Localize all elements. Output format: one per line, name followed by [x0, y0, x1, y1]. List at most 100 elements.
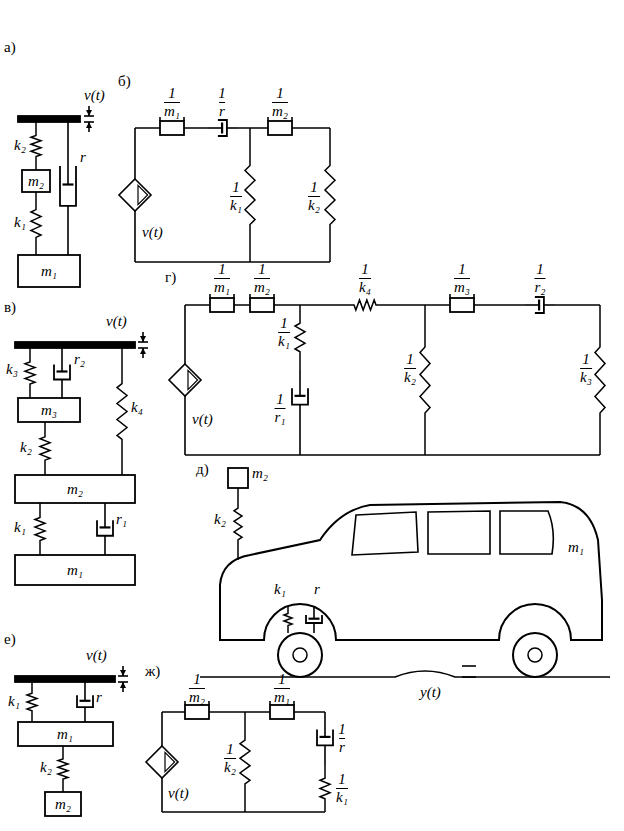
symbol-label: 1 [582, 352, 590, 367]
symbol-label: m₂ [254, 278, 270, 295]
symbol-label: 1 [280, 316, 288, 331]
mass-block [15, 555, 135, 585]
wire [291, 117, 293, 121]
spring-symbol [234, 488, 242, 560]
symbol-label: r [219, 102, 225, 119]
symbol-label: m₂ [252, 466, 268, 481]
spring-symbol [245, 128, 255, 262]
symbol-label: 1 [168, 86, 176, 101]
symbol-label: y(t) [420, 685, 441, 700]
wire [208, 127, 222, 129]
damper-piston [309, 618, 320, 620]
symbol-label: k₂ [20, 440, 32, 455]
symbol-label: 1 [458, 262, 466, 277]
mass-symbol [250, 298, 274, 312]
damper-symbol [54, 365, 70, 380]
spring-symbol [595, 305, 605, 455]
wire [184, 305, 186, 364]
spring-symbol [25, 348, 35, 398]
car-body [220, 502, 602, 640]
spring-symbol [58, 746, 68, 792]
symbol-label: r [314, 582, 320, 597]
wire [184, 701, 186, 705]
wire [313, 623, 315, 633]
symbol-label: m₂ [272, 102, 288, 119]
symbol-label: 1 [218, 86, 226, 101]
wire [299, 370, 301, 396]
symbol-label: m₁ [57, 727, 73, 742]
spring-symbol [284, 606, 292, 633]
road [200, 671, 610, 677]
damper-symbol [218, 120, 227, 136]
wheel-hub [293, 648, 307, 662]
damper-piston [221, 123, 223, 134]
symbol-label: k₁ [274, 582, 286, 597]
damper-piston [100, 526, 111, 528]
wire [233, 294, 235, 298]
wire [324, 712, 326, 737]
wheel-hub [528, 648, 542, 662]
symbol-label: 1 [193, 672, 201, 687]
symbol-label: k₁ [230, 196, 242, 213]
mass-symbol [160, 121, 184, 135]
wire [544, 304, 555, 306]
arrowhead [120, 670, 126, 676]
damper-piston [80, 700, 91, 702]
symbol-label: 1 [258, 262, 266, 277]
spring-symbol [31, 192, 41, 255]
symbol-label: v(t) [106, 314, 127, 329]
damper-piston [538, 300, 540, 311]
wire [161, 712, 163, 746]
source-symbol [138, 185, 148, 204]
symbol-label: 1 [218, 262, 226, 277]
symbol-label: 1 [361, 262, 369, 277]
symbol-label: 1 [232, 180, 240, 195]
symbol-label: v(t) [142, 225, 163, 240]
damper-symbol [306, 615, 322, 623]
wire [227, 127, 238, 129]
symbol-label: k₂ [224, 758, 236, 775]
mass-symbol [268, 121, 292, 135]
spring-symbol [40, 422, 50, 475]
symbol-label: v(t) [168, 786, 189, 801]
symbol-label: m₂ [67, 482, 83, 497]
plate [15, 676, 115, 682]
symbol-label: m₁ [214, 278, 230, 295]
panel-letter: д) [196, 462, 209, 477]
damper-symbol [317, 729, 333, 745]
mass-block [18, 255, 80, 287]
symbol-label: k₁ [336, 788, 348, 805]
source-symbol [119, 179, 151, 211]
symbol-label: m₁ [568, 540, 584, 555]
spring-symbol [420, 305, 430, 455]
wheel [278, 633, 322, 677]
symbol-label: 1 [226, 742, 234, 757]
wire [104, 503, 106, 527]
symbol-label: m₁ [41, 264, 57, 279]
arrowhead [140, 348, 146, 354]
symbol-label: v(t) [84, 88, 105, 103]
mass-block [45, 792, 81, 816]
symbol-label: m₁ [274, 688, 290, 705]
wire [61, 380, 63, 399]
wire [134, 211, 136, 262]
plate [15, 342, 135, 348]
symbol-label: m₂ [189, 688, 205, 705]
mass-block [18, 398, 80, 422]
panel-letter: г) [165, 270, 176, 285]
mass-symbol [210, 298, 234, 312]
panel-letter: е) [4, 632, 16, 647]
source-symbol [165, 752, 175, 771]
damper-symbol [77, 695, 93, 707]
symbol-label: r [96, 690, 102, 705]
wire [267, 117, 269, 121]
wire [299, 405, 301, 425]
wire [162, 811, 325, 813]
symbol-label: 1 [276, 86, 284, 101]
spring-symbol [325, 128, 335, 262]
mass-block [18, 722, 113, 746]
symbol-label: 1 [338, 722, 346, 737]
symbol-label: k₃ [6, 362, 18, 377]
wire [462, 676, 476, 678]
